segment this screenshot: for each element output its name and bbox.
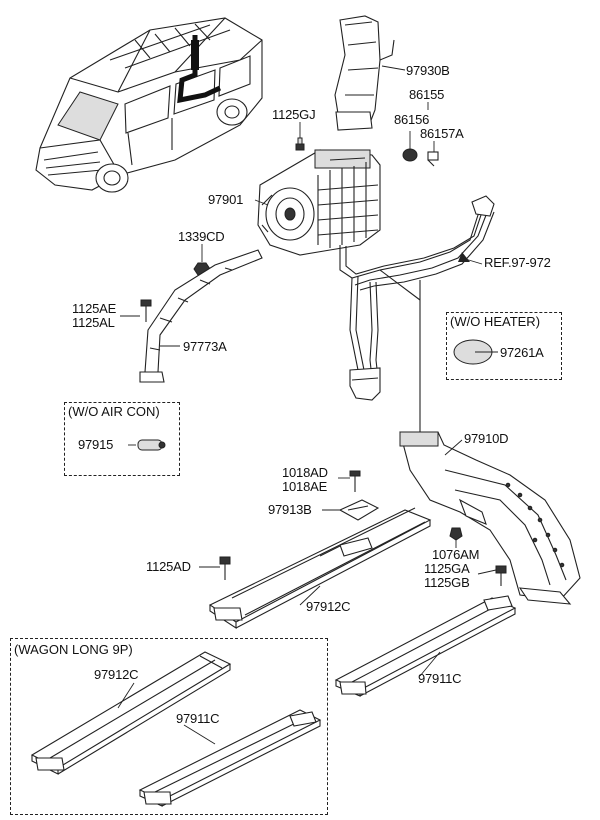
bolt-1125AE [140, 299, 152, 322]
label-97910D: 97910D [464, 431, 509, 446]
wagon-duct-97911C [138, 709, 322, 807]
wo-heater-box [446, 312, 562, 380]
label-1125AL: 1125AL [72, 315, 115, 330]
label-97930B: 97930B [406, 63, 450, 78]
screw-1018AD [349, 470, 361, 492]
grommet-97915 [137, 439, 166, 451]
duct-97912C [208, 507, 432, 630]
label-97261A: 97261A [500, 345, 544, 360]
label-97913B: 97913B [268, 502, 312, 517]
label-1125AE: 1125AE [72, 301, 117, 316]
label-1018AD: 1018AD [282, 465, 328, 480]
bracket-97913B [338, 499, 380, 521]
bolt-1125AD [219, 556, 231, 580]
label-1018AE: 1018AE [282, 479, 328, 494]
label-1125GB: 1125GB [424, 575, 470, 590]
wagon-long-title: (WAGON LONG 9P) [14, 642, 133, 657]
label-97911C: 97911C [418, 671, 462, 686]
label-1076AM: 1076AM [432, 547, 480, 562]
wo-heater-title: (W/O HEATER) [450, 314, 541, 329]
duct-97773A [139, 249, 263, 383]
label-1125AD: 1125AD [146, 559, 191, 574]
wo-air-con-box [64, 402, 180, 476]
duct-97911C [334, 595, 517, 697]
leader-lines [117, 65, 498, 745]
duct-97910D [379, 269, 581, 605]
label-1339CD: 1339CD [178, 229, 225, 244]
label-1125GJ: 1125GJ [272, 107, 316, 122]
label-wagon-97911C: 97911C [176, 711, 220, 726]
label-97915: 97915 [78, 437, 114, 452]
wo-air-con-title: (W/O AIR CON) [68, 404, 160, 419]
bolt-86157A [427, 151, 439, 167]
duct-97930B [334, 15, 395, 131]
label-wagon-97912C: 97912C [94, 667, 139, 682]
wagon-long-box [10, 638, 328, 815]
vehicle-illustration [35, 17, 263, 193]
clip-1076AM [449, 527, 463, 541]
label-97912C: 97912C [306, 599, 351, 614]
label-86156: 86156 [394, 112, 430, 127]
label-86157A: 86157A [420, 126, 464, 141]
label-ref-97-972: REF.97-972 [484, 255, 551, 270]
blower-unit-97901 [257, 149, 381, 256]
label-97901: 97901 [208, 192, 244, 207]
label-86155: 86155 [409, 87, 445, 102]
label-97773A: 97773A [183, 339, 227, 354]
heater-pipes [339, 195, 495, 401]
bolt-1125GA [495, 565, 507, 586]
grommet-86156 [402, 148, 418, 162]
bolt-1125GJ [295, 137, 305, 151]
label-1125GA: 1125GA [424, 561, 470, 576]
wagon-duct-97912C [30, 651, 232, 775]
